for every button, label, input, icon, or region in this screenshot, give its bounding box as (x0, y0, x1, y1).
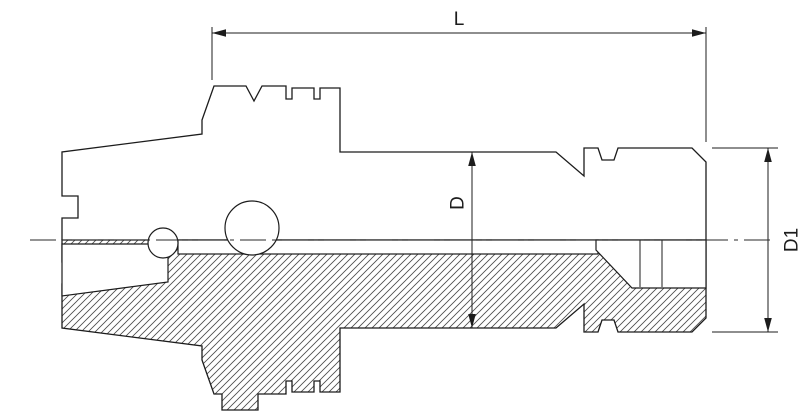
shank-cavity (61, 243, 169, 297)
arrow-up-icon (764, 148, 772, 162)
arrow-right-icon (692, 29, 706, 37)
dimension-length: L (211, 9, 707, 142)
arrow-up-icon (468, 152, 476, 166)
arrow-down-icon (764, 318, 772, 332)
arrow-down-icon (468, 314, 476, 328)
flange-bore-circle (224, 200, 280, 256)
upper-outline (61, 85, 707, 240)
lower-section-profile (61, 239, 707, 411)
dimension-label-nut-diameter: D1 (782, 228, 803, 252)
arrow-left-icon (212, 29, 226, 37)
drive-hole-circle (147, 227, 179, 259)
dimension-label-length: L (454, 9, 465, 30)
collet-cavity (595, 239, 707, 289)
dimension-label-body-diameter: D (448, 196, 469, 210)
